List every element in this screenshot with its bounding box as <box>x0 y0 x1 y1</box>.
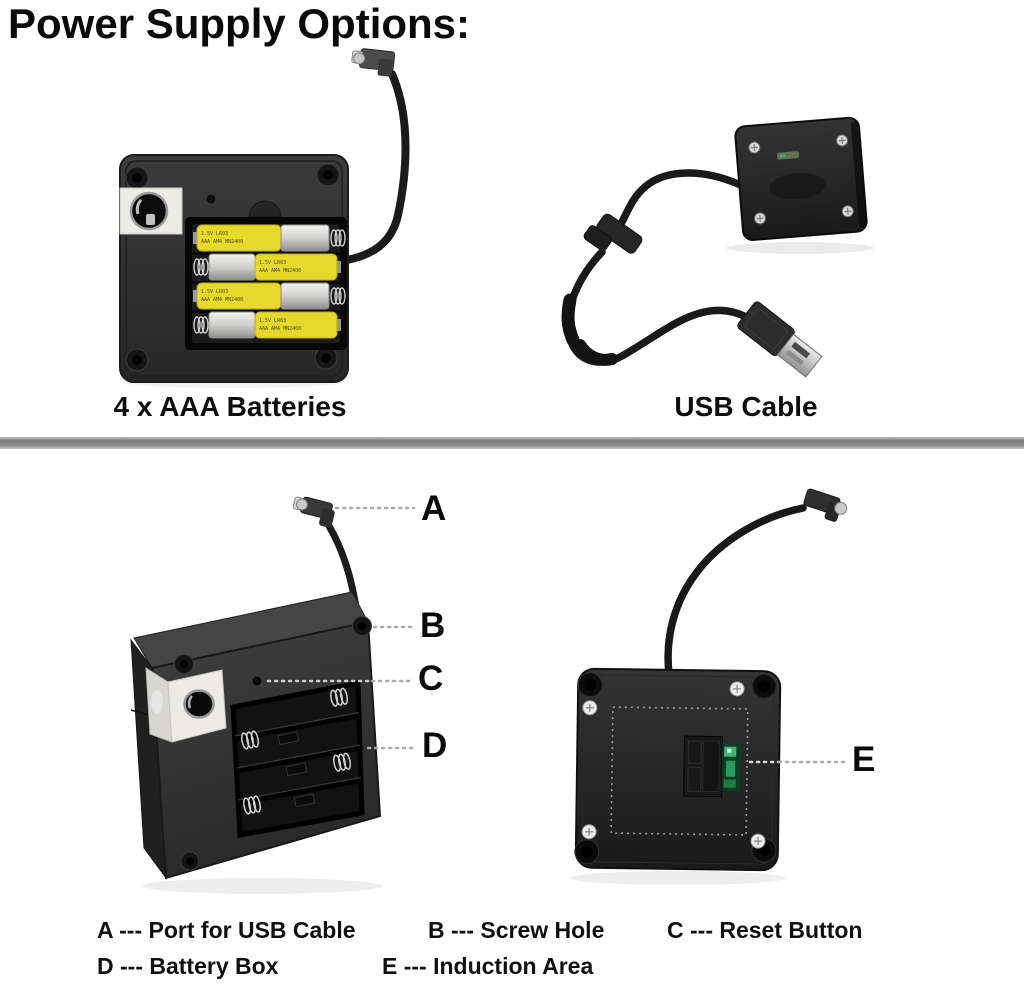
aaa-battery-1: 1.5V LR03 AAA AM4 MN2400 <box>193 224 346 252</box>
springs <box>241 687 351 815</box>
annotated-device-photo <box>130 496 382 894</box>
small-hole <box>206 194 216 204</box>
spring <box>330 229 346 247</box>
cable <box>564 248 752 366</box>
callout-letter-c: C <box>418 659 444 698</box>
usb-option-caption: USB Cable <box>674 391 818 422</box>
battery-marking: 1.5V LR03 <box>201 231 228 237</box>
battery-marking: AAA AM4 MN2400 <box>259 326 301 332</box>
shadow <box>726 242 874 254</box>
reset-hole <box>251 675 263 687</box>
callout-letter-e: E <box>852 740 876 779</box>
callout-letter-b: B <box>420 606 446 645</box>
contact-slots <box>277 731 316 808</box>
door-notch <box>248 200 282 218</box>
callout-leader-lines <box>266 506 848 764</box>
induction-area-outline <box>610 706 749 836</box>
legend-item-e: E --- Induction Area <box>382 953 594 979</box>
battery-marking: 1.5V LR03 <box>201 289 228 295</box>
cable <box>664 504 807 678</box>
battery-option-caption: 4 x AAA Batteries <box>113 391 347 422</box>
aaa-battery-2: 1.5V LR03 AAA AM4 MN2400 <box>193 253 341 281</box>
battery-marking: AAA AM4 MN2400 <box>201 297 243 303</box>
device-body <box>574 667 782 872</box>
legend-item-b: B --- Screw Hole <box>428 917 605 943</box>
cable-sleeve <box>561 293 580 347</box>
battery-marking: 1.5V LR03 <box>259 260 286 266</box>
spring <box>193 258 209 276</box>
battery-marking: 1.5V LR03 <box>259 318 286 324</box>
legend-item-c: C --- Reset Button <box>667 917 863 943</box>
right-angle-connector <box>351 48 396 77</box>
induction-device-photo <box>570 488 848 885</box>
flash-highlight <box>151 690 163 714</box>
shadow <box>142 878 382 894</box>
usb-port-bracket <box>119 187 183 235</box>
legend-item-d: D --- Battery Box <box>97 953 279 979</box>
cable <box>343 70 410 264</box>
aaa-battery-4: 1.5V LR03 AAA AM4 MN2400 <box>193 311 341 339</box>
spring <box>193 316 209 334</box>
label-sticker <box>776 151 800 160</box>
legend-item-a: A --- Port for USB Cable <box>97 917 356 943</box>
usb-a-plug <box>737 301 823 378</box>
usb-cable-photo <box>561 116 874 378</box>
section-divider <box>0 437 1024 449</box>
page-title: Power Supply Options: <box>8 0 471 47</box>
usb-port-bracket <box>145 667 227 743</box>
right-angle-connector <box>803 488 848 522</box>
aaa-battery-3: 1.5V LR03 AAA AM4 MN2400 <box>193 282 346 310</box>
battery-marking: AAA AM4 MN2400 <box>201 239 243 245</box>
battery-device-photo: 1.5V LR03 AAA AM4 MN2400 1.5V LR03 AAA A… <box>119 48 410 388</box>
cable-joint-connector <box>583 213 643 254</box>
right-angle-connector <box>292 496 335 528</box>
battery-box-recess <box>230 679 365 838</box>
corner-holes <box>574 672 777 865</box>
cable-sleeve <box>574 339 618 366</box>
connector-housing <box>683 735 723 798</box>
mounting-screws <box>581 681 766 849</box>
cable <box>618 169 742 226</box>
callout-letter-a: A <box>421 489 447 528</box>
device-body <box>734 116 868 241</box>
callout-letter-d: D <box>422 726 448 765</box>
corner-screw-holes <box>125 163 340 372</box>
corner-screws <box>748 134 854 225</box>
spring <box>330 287 346 305</box>
reflection <box>769 173 826 200</box>
shadow <box>570 871 786 885</box>
pcb-green <box>721 742 741 791</box>
battery-marking: AAA AM4 MN2400 <box>259 268 301 274</box>
